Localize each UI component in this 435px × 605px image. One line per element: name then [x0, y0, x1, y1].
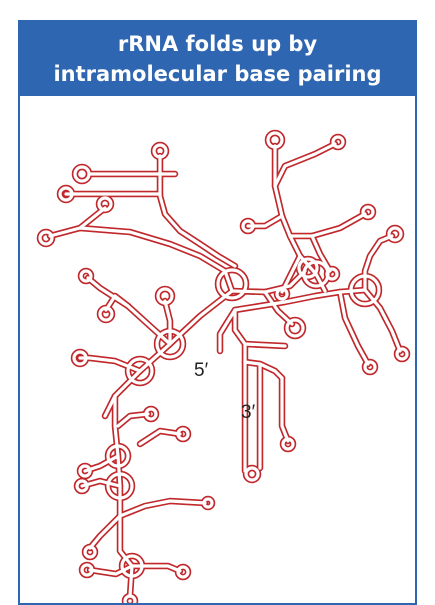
title-line-1: rRNA folds up by — [53, 29, 381, 59]
five-prime-label: 5′ — [194, 360, 209, 381]
three-prime-label: 3′ — [241, 402, 256, 423]
figure-panel: rRNA folds up by intramolecular base pai… — [18, 20, 417, 605]
rrna-structure-diagram: .o { fill:none; stroke:#c0282c; stroke-w… — [20, 96, 415, 603]
figure-header: rRNA folds up by intramolecular base pai… — [20, 22, 415, 96]
figure-title: rRNA folds up by intramolecular base pai… — [43, 29, 391, 89]
rrna-strand-core — [40, 133, 407, 603]
rrna-strand-outline — [40, 133, 407, 603]
title-line-2: intramolecular base pairing — [53, 59, 381, 89]
